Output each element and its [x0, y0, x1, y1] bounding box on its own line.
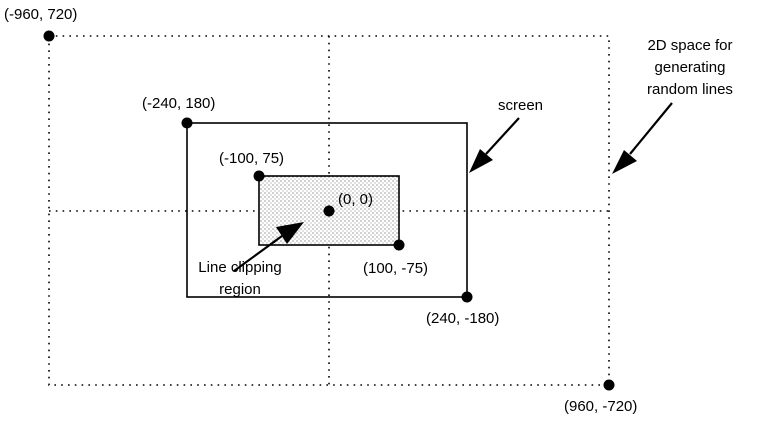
- screen-label: screen: [498, 97, 543, 114]
- clip-region-arrow: [233, 222, 304, 272]
- screen-rectangle: [186, 122, 468, 298]
- outer-bottom-right-label: (960, -720): [564, 398, 637, 415]
- screen-bottom-right-label: (240, -180): [426, 310, 499, 327]
- clip-bottom-right-label: (100, -75): [363, 260, 428, 277]
- clip-bottom-right-point: [393, 239, 405, 251]
- space-label-line1: 2D space for: [647, 37, 732, 54]
- outer-top-left-label: (-960, 720): [4, 6, 77, 23]
- space-label-line3: random lines: [647, 81, 733, 98]
- screen-bottom-right-point: [461, 291, 473, 303]
- space-arrow: [612, 102, 673, 174]
- origin-point: [323, 205, 335, 217]
- clip-top-left-label: (-100, 75): [219, 150, 284, 167]
- outer-bottom-right-point: [603, 379, 615, 391]
- origin-label: (0, 0): [338, 191, 373, 208]
- outer-top-left-point: [43, 30, 55, 42]
- screen-top-left-label: (-240, 180): [142, 95, 215, 112]
- clip-label-line2: region: [219, 281, 261, 298]
- space-label-line2: generating: [655, 59, 726, 76]
- clip-label-line1: Line clipping: [198, 259, 281, 276]
- clip-top-left-point: [253, 170, 265, 182]
- screen-top-left-point: [181, 117, 193, 129]
- screen-arrow: [469, 117, 520, 173]
